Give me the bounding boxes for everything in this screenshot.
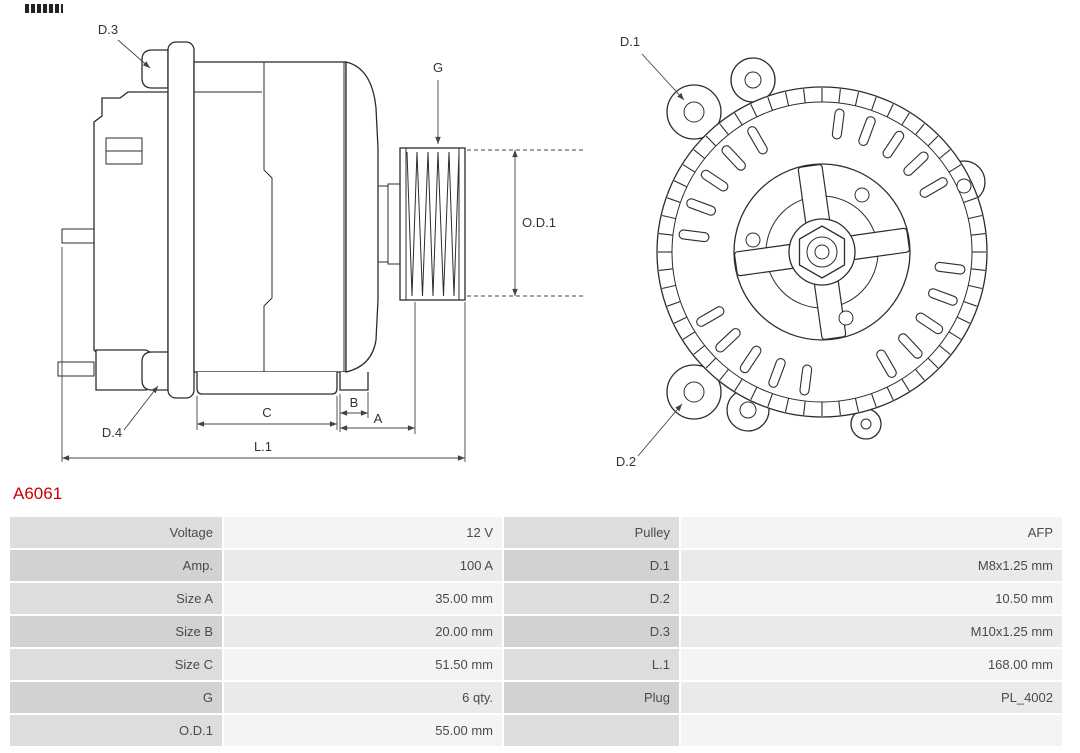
vent-slots bbox=[678, 108, 966, 396]
spec-label: Size B bbox=[10, 616, 222, 647]
spec-row: Size B 20.00 mm D.3 M10x1.25 mm bbox=[10, 616, 1062, 647]
spec-row: G 6 qty. Plug PL_4002 bbox=[10, 682, 1062, 713]
spec-label: D.3 bbox=[504, 616, 679, 647]
technical-drawing: D.3 G O.D.1 D.4 C B A L.1 bbox=[57, 22, 988, 469]
spec-value bbox=[681, 715, 1062, 746]
spec-label: Voltage bbox=[10, 517, 222, 548]
pulley-grooves bbox=[406, 151, 460, 297]
spec-label: O.D.1 bbox=[10, 715, 222, 746]
spec-label: Amp. bbox=[10, 550, 222, 581]
terminal-stud bbox=[61, 228, 95, 244]
spec-label: L.1 bbox=[504, 649, 679, 680]
spec-value: PL_4002 bbox=[681, 682, 1062, 713]
spec-row: Amp. 100 A D.1 M8x1.25 mm bbox=[10, 550, 1062, 581]
dim-label-d4: D.4 bbox=[102, 425, 122, 440]
flange-ear-bottom bbox=[141, 351, 169, 391]
mounting-flange bbox=[167, 41, 195, 399]
spec-label: Plug bbox=[504, 682, 679, 713]
spec-value: 12 V bbox=[224, 517, 502, 548]
side-view-drawing: D.3 G O.D.1 D.4 C B A L.1 bbox=[57, 22, 584, 462]
bottom-bracket bbox=[196, 372, 338, 395]
spec-value: 20.00 mm bbox=[224, 616, 502, 647]
dim-label-g: G bbox=[433, 60, 443, 75]
spec-row: Voltage 12 V Pulley AFP bbox=[10, 517, 1062, 548]
spec-value: M10x1.25 mm bbox=[681, 616, 1062, 647]
flange-ear-top bbox=[141, 49, 169, 89]
drive-end bbox=[345, 61, 379, 373]
stator-fins bbox=[658, 88, 986, 416]
mounting-hole-d1 bbox=[683, 101, 705, 123]
spec-row: Size A 35.00 mm D.2 10.50 mm bbox=[10, 583, 1062, 614]
spec-label: D.2 bbox=[504, 583, 679, 614]
dim-label-a: A bbox=[374, 411, 383, 426]
bolt-hole bbox=[745, 232, 761, 248]
spec-row: O.D.1 55.00 mm bbox=[10, 715, 1062, 746]
product-code: A6061 bbox=[13, 484, 63, 503]
od1-extension-lines bbox=[467, 149, 584, 297]
dim-label-b: B bbox=[350, 395, 359, 410]
spec-value: AFP bbox=[681, 517, 1062, 548]
spec-label: Size C bbox=[10, 649, 222, 680]
bolt-hole bbox=[854, 187, 870, 203]
dim-label-d2: D.2 bbox=[616, 454, 636, 469]
dim-label-od1: O.D.1 bbox=[522, 215, 556, 230]
spec-value: 35.00 mm bbox=[224, 583, 502, 614]
dim-label-d1: D.1 bbox=[620, 34, 640, 49]
d1-leader bbox=[641, 53, 685, 101]
front-lug bbox=[339, 372, 369, 391]
dim-label-c: C bbox=[262, 405, 271, 420]
corner-artifact bbox=[25, 4, 63, 13]
d2-leader bbox=[637, 403, 683, 457]
d3-leader bbox=[117, 39, 151, 69]
d4-leader bbox=[123, 385, 159, 431]
spec-label: Size A bbox=[10, 583, 222, 614]
spec-label bbox=[504, 715, 679, 746]
spec-value: 55.00 mm bbox=[224, 715, 502, 746]
dim-label-d3: D.3 bbox=[98, 22, 118, 37]
pulley-nut bbox=[798, 225, 846, 279]
front-view-drawing: D.1 D.2 bbox=[616, 34, 988, 469]
spec-row: Size C 51.50 mm L.1 168.00 mm bbox=[10, 649, 1062, 680]
dim-label-l1: L.1 bbox=[254, 439, 272, 454]
spec-value: 168.00 mm bbox=[681, 649, 1062, 680]
spec-value: 100 A bbox=[224, 550, 502, 581]
spec-value: 6 qty. bbox=[224, 682, 502, 713]
spec-value: 51.50 mm bbox=[224, 649, 502, 680]
spec-label: D.1 bbox=[504, 550, 679, 581]
mounting-hole-d2 bbox=[683, 381, 705, 403]
specs-table: Voltage 12 V Pulley AFP Amp. 100 A D.1 M… bbox=[10, 517, 1062, 748]
spec-label: G bbox=[10, 682, 222, 713]
spec-value: M8x1.25 mm bbox=[681, 550, 1062, 581]
rear-housing bbox=[93, 91, 169, 367]
alternator-body bbox=[193, 61, 347, 373]
shaft-spacer bbox=[387, 183, 401, 265]
lower-stud bbox=[57, 361, 95, 377]
spec-value: 10.50 mm bbox=[681, 583, 1062, 614]
spec-label: Pulley bbox=[504, 517, 679, 548]
fan-spokes bbox=[734, 164, 910, 340]
bolt-hole bbox=[838, 310, 854, 326]
